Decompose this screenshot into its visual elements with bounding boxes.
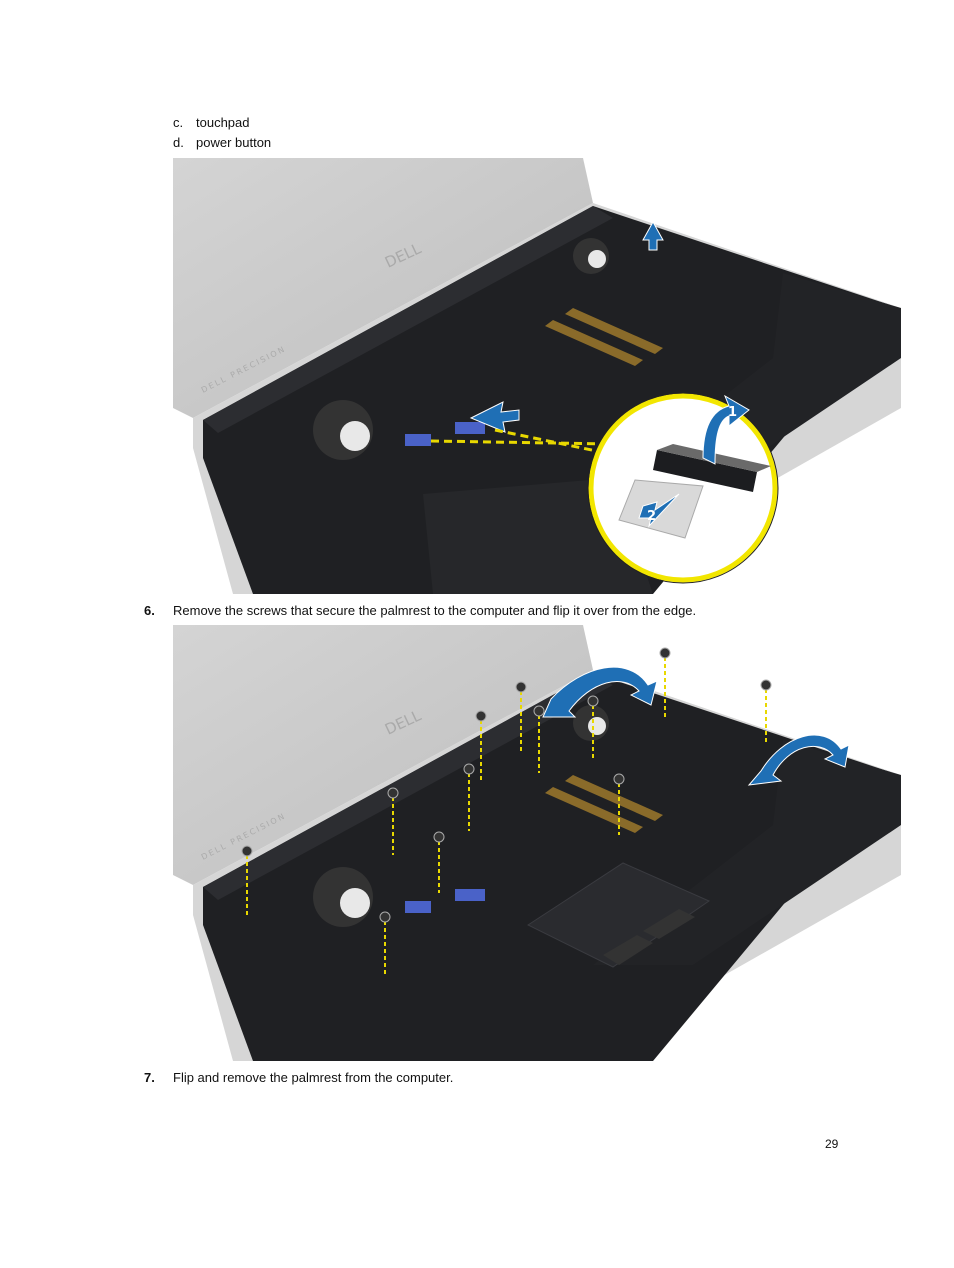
list-marker-d: d. <box>173 135 184 150</box>
screw-icon <box>515 681 527 751</box>
speaker-grille <box>203 206 613 433</box>
list-marker-c: c. <box>173 115 184 130</box>
touchpad-button-left <box>603 935 653 965</box>
screws <box>241 647 772 975</box>
laptop-illustration-1: DELL DELL PRECISION <box>173 158 901 594</box>
laptop-lid <box>173 158 593 418</box>
lift-arrow-icon <box>642 220 664 251</box>
fan-left-label <box>340 888 370 918</box>
figure-palmrest-screws: DELL DELL PRECISION <box>173 625 901 1061</box>
figure-touchpad-cable-disconnect: DELL DELL PRECISION <box>173 158 901 594</box>
callout-step-2: 2 <box>647 509 656 524</box>
ribbon-connector-touchpad <box>405 901 431 913</box>
memory-slots <box>545 308 663 366</box>
screw-icon <box>613 773 625 835</box>
list-item-touchpad: touchpad <box>196 115 250 130</box>
laptop-lid <box>173 625 593 885</box>
step-6-number: 6. <box>144 603 155 618</box>
callout-arrow-1-icon <box>702 394 750 465</box>
page-number: 29 <box>825 1137 839 1151</box>
ribbon-connector-touchpad <box>405 434 431 446</box>
callout-guide-line-2 <box>494 428 612 456</box>
screw-icon <box>659 647 671 717</box>
callout-guide-line-1 <box>430 439 614 446</box>
touchpad-button-right <box>643 909 695 939</box>
ribbon-connector-2 <box>455 889 485 901</box>
chassis-deck <box>203 673 893 1061</box>
screw-icon <box>463 763 475 831</box>
flip-arrow-top-icon <box>542 666 658 718</box>
laptop-illustration-2: DELL DELL PRECISION <box>173 625 901 1061</box>
ribbon-connector-2 <box>455 422 485 434</box>
fan-left-label <box>340 421 370 451</box>
callout-arrow-2-icon <box>638 493 680 528</box>
callout-step-1: 1 <box>728 405 737 420</box>
touchpad <box>526 862 711 968</box>
list-item-power-button: power button <box>196 135 272 150</box>
fan-top-label <box>588 717 606 735</box>
callout-magnifier: 1 2 <box>587 392 779 584</box>
fan-top-label <box>588 250 606 268</box>
screw-icon <box>379 911 391 975</box>
screw-icon <box>760 679 772 745</box>
screw-icon <box>241 845 253 915</box>
screw-icon <box>533 705 545 773</box>
speaker-grille <box>203 673 613 900</box>
screw-icon <box>433 831 445 893</box>
step-6-text: Remove the screws that secure the palmre… <box>173 603 697 618</box>
screw-icon <box>587 695 599 761</box>
slide-arrow-icon <box>469 401 520 433</box>
step-7-number: 7. <box>144 1070 155 1085</box>
flip-arrow-right-icon <box>747 734 850 786</box>
screw-icon <box>387 787 399 855</box>
callout-connector <box>653 450 757 492</box>
screw-icon <box>475 710 487 780</box>
step-7-text: Flip and remove the palmrest from the co… <box>173 1070 454 1085</box>
